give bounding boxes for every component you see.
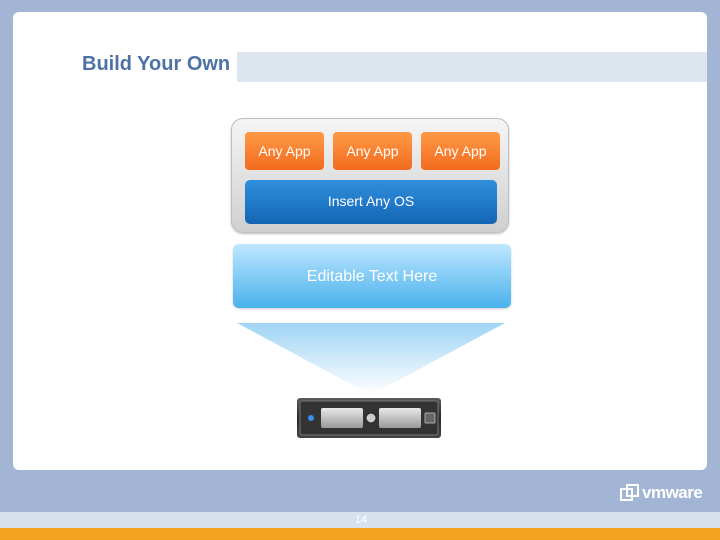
os-bar[interactable]: Insert Any OS	[245, 180, 497, 224]
footer-band	[0, 512, 720, 528]
logo-text: vmware	[642, 483, 703, 502]
title-box: Build Your Own	[75, 50, 238, 84]
vmware-logo: vmware	[620, 482, 706, 504]
vm-stack-panel: Any App Any App Any App Insert Any OS	[231, 118, 509, 233]
projection-beam	[237, 323, 505, 395]
app-box-1[interactable]: Any App	[245, 132, 324, 170]
server-icon	[297, 398, 441, 438]
slide-canvas: Build Your Own Any App Any App Any App I…	[13, 12, 707, 470]
app-box-3[interactable]: Any App	[421, 132, 500, 170]
logo-squares-icon	[620, 484, 639, 501]
footer-orange-strip	[0, 528, 720, 540]
editable-text-bar[interactable]: Editable Text Here	[233, 244, 511, 308]
app-box-2[interactable]: Any App	[333, 132, 412, 170]
page-number: 14	[354, 514, 368, 526]
slide-title[interactable]: Build Your Own	[82, 53, 231, 75]
